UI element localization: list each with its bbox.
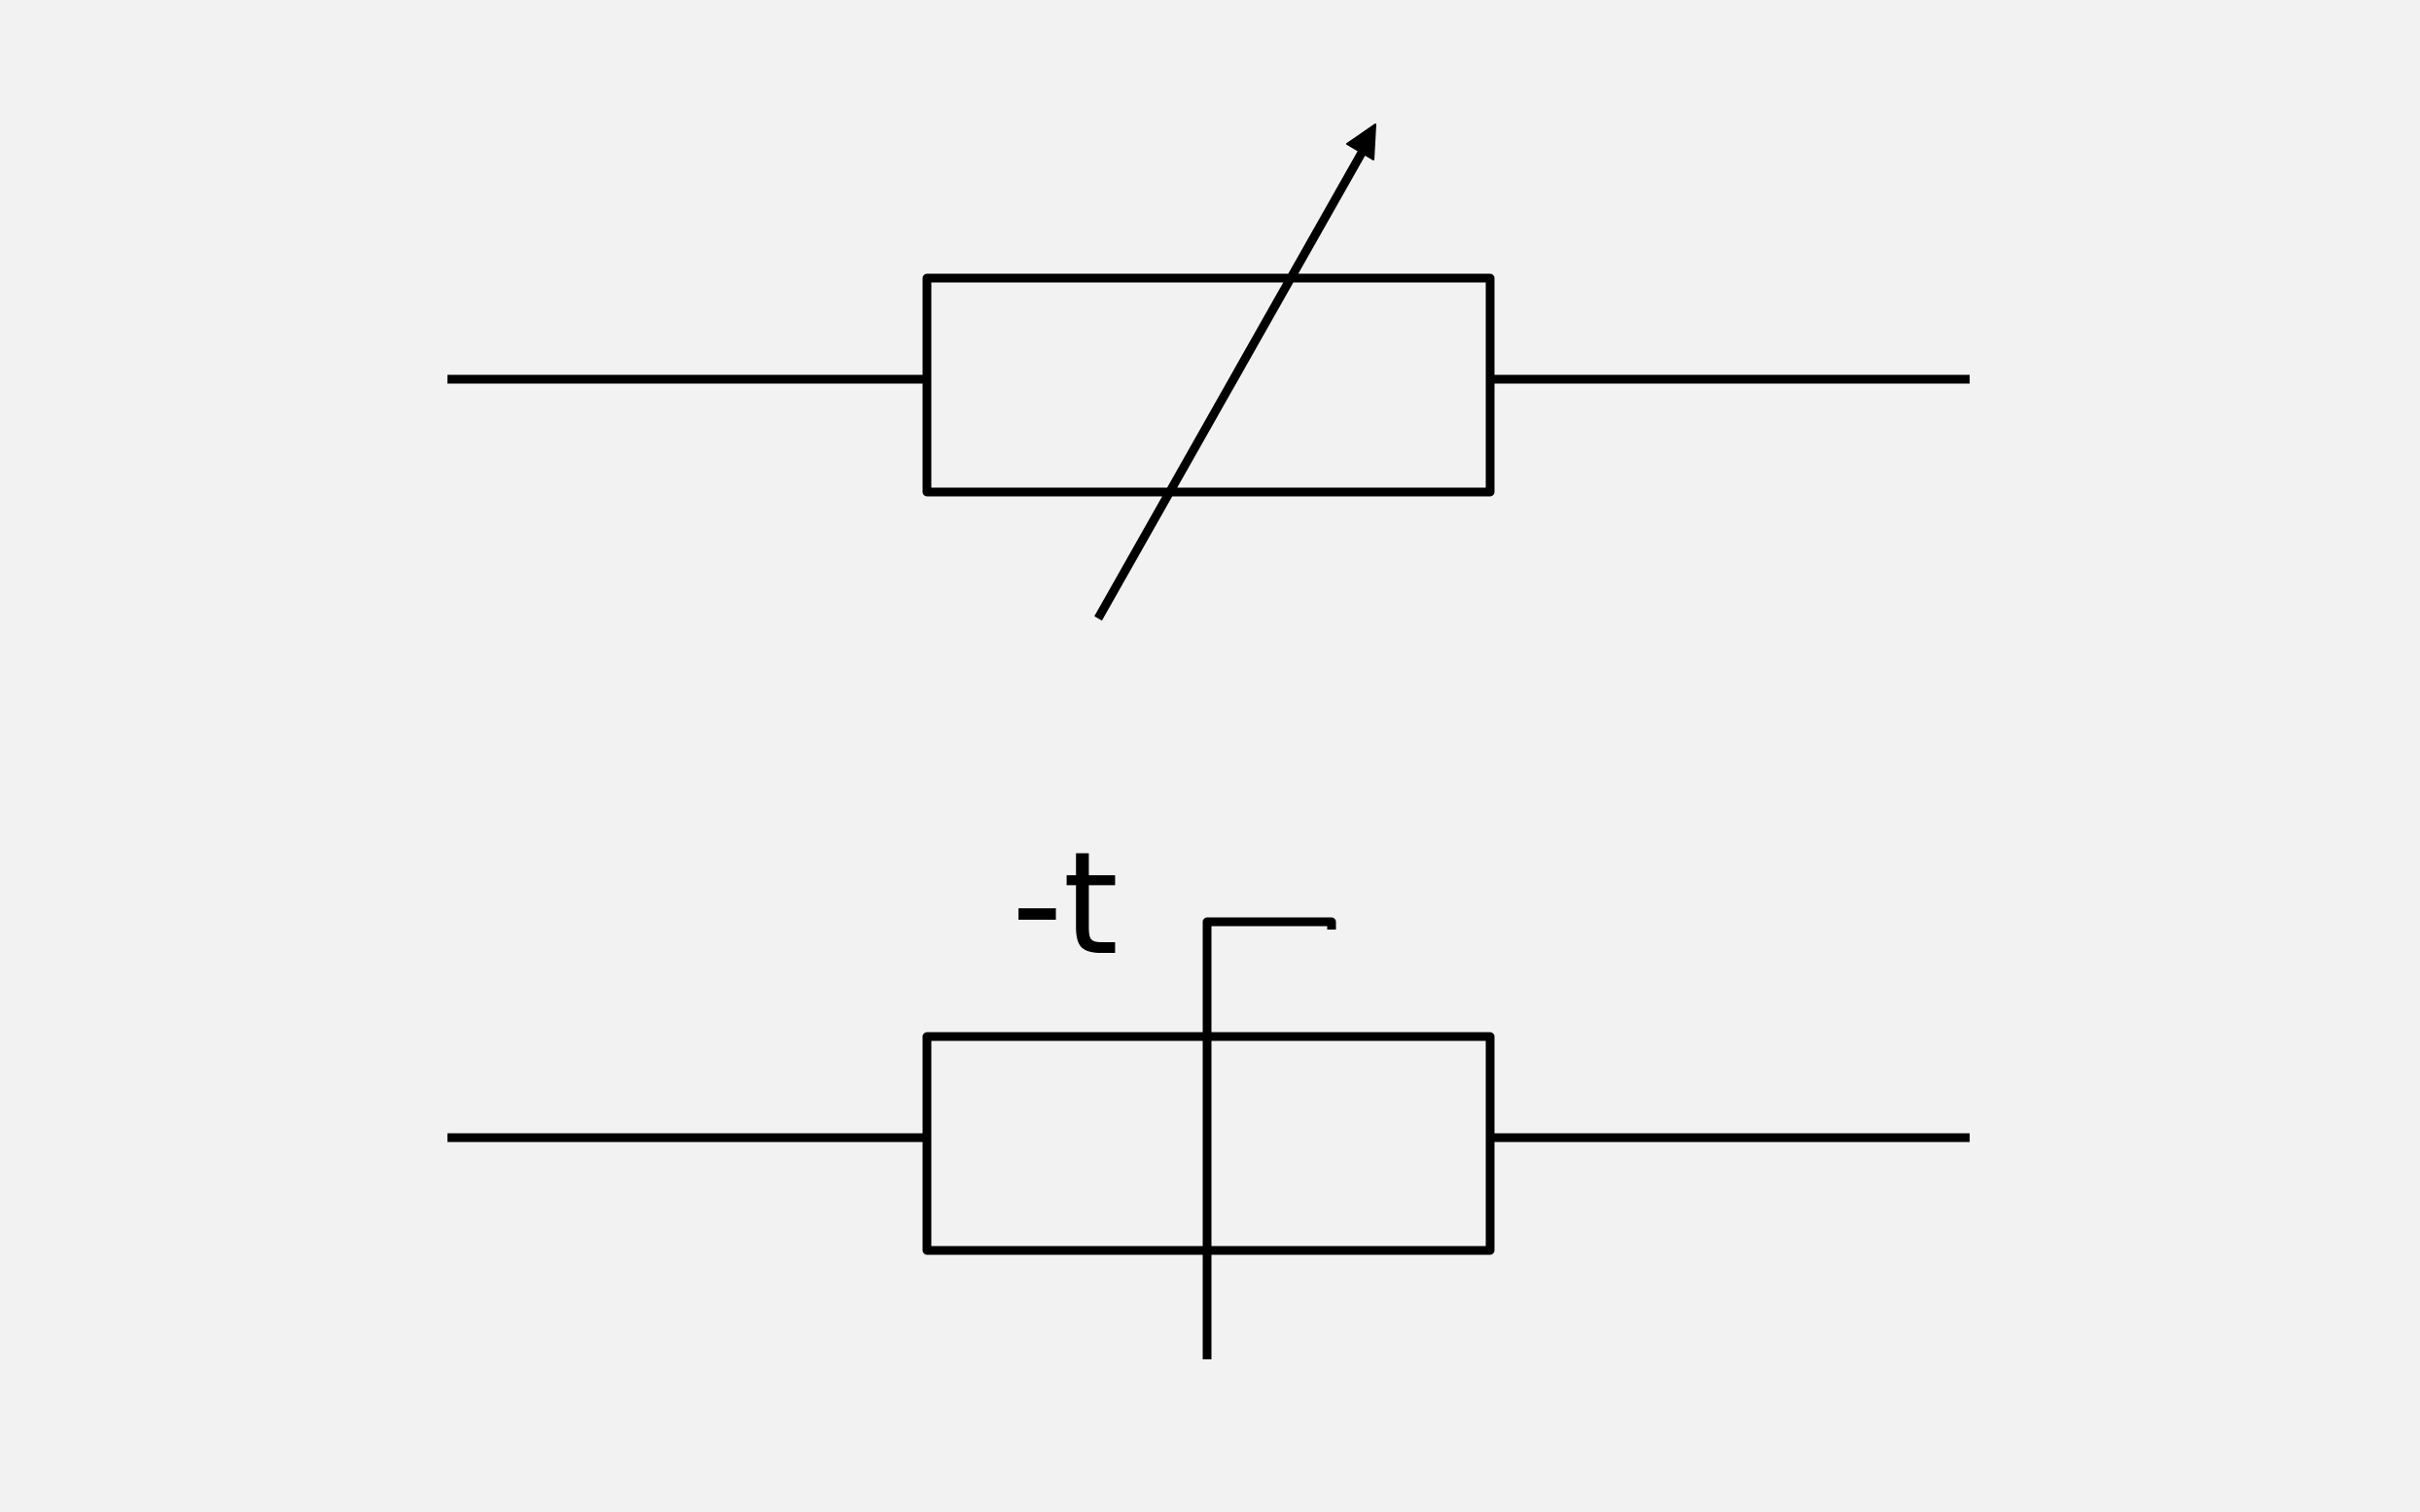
arrow-head-icon — [1346, 123, 1376, 160]
variable-resistor-symbol — [447, 123, 1970, 621]
resistor-body — [922, 273, 1495, 497]
thermistor-symbol — [447, 917, 1970, 1359]
variable-arrow — [1094, 143, 1370, 621]
thermistor-nonlinear-line — [1202, 917, 1336, 1359]
thermistor-label: -t — [1012, 822, 1119, 987]
